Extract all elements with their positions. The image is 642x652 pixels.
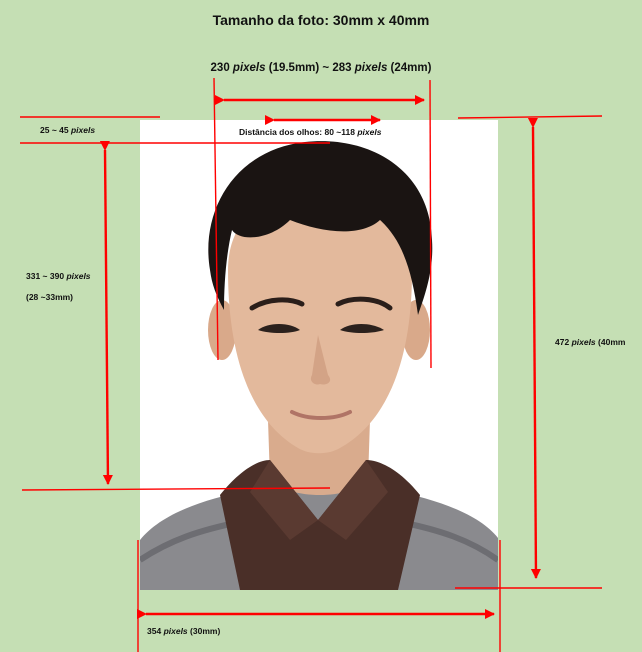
top-margin-label: 25 ~ 45 pixels: [40, 125, 96, 135]
eye-distance-label: Distância dos olhos: 80 ~118 pixels: [239, 127, 382, 137]
photo-width-label: 354 pixels (30mm): [147, 626, 221, 636]
chin-guide-line: [21, 487, 331, 491]
head-width-label: 230 pixels (19.5mm) ~ 283 pixels (24mm): [210, 62, 432, 74]
head-right-guide-line: [429, 79, 432, 369]
photo-height-arrow: [527, 117, 541, 579]
page-title: Tamanho da foto: 30mm x 40mm: [212, 12, 430, 28]
photo-height-label: 472 pixels (40mm: [555, 337, 626, 347]
head-left-guide-line: [213, 77, 219, 361]
photo-top-guide: [457, 115, 603, 119]
sample-portrait: [140, 120, 498, 590]
face-height-mm-label: (28 ~33mm): [26, 292, 74, 302]
portrait-figure: [140, 141, 498, 590]
face-height-arrow: [99, 140, 113, 485]
face-height-label: 331 ~ 390 pixels: [26, 271, 91, 281]
